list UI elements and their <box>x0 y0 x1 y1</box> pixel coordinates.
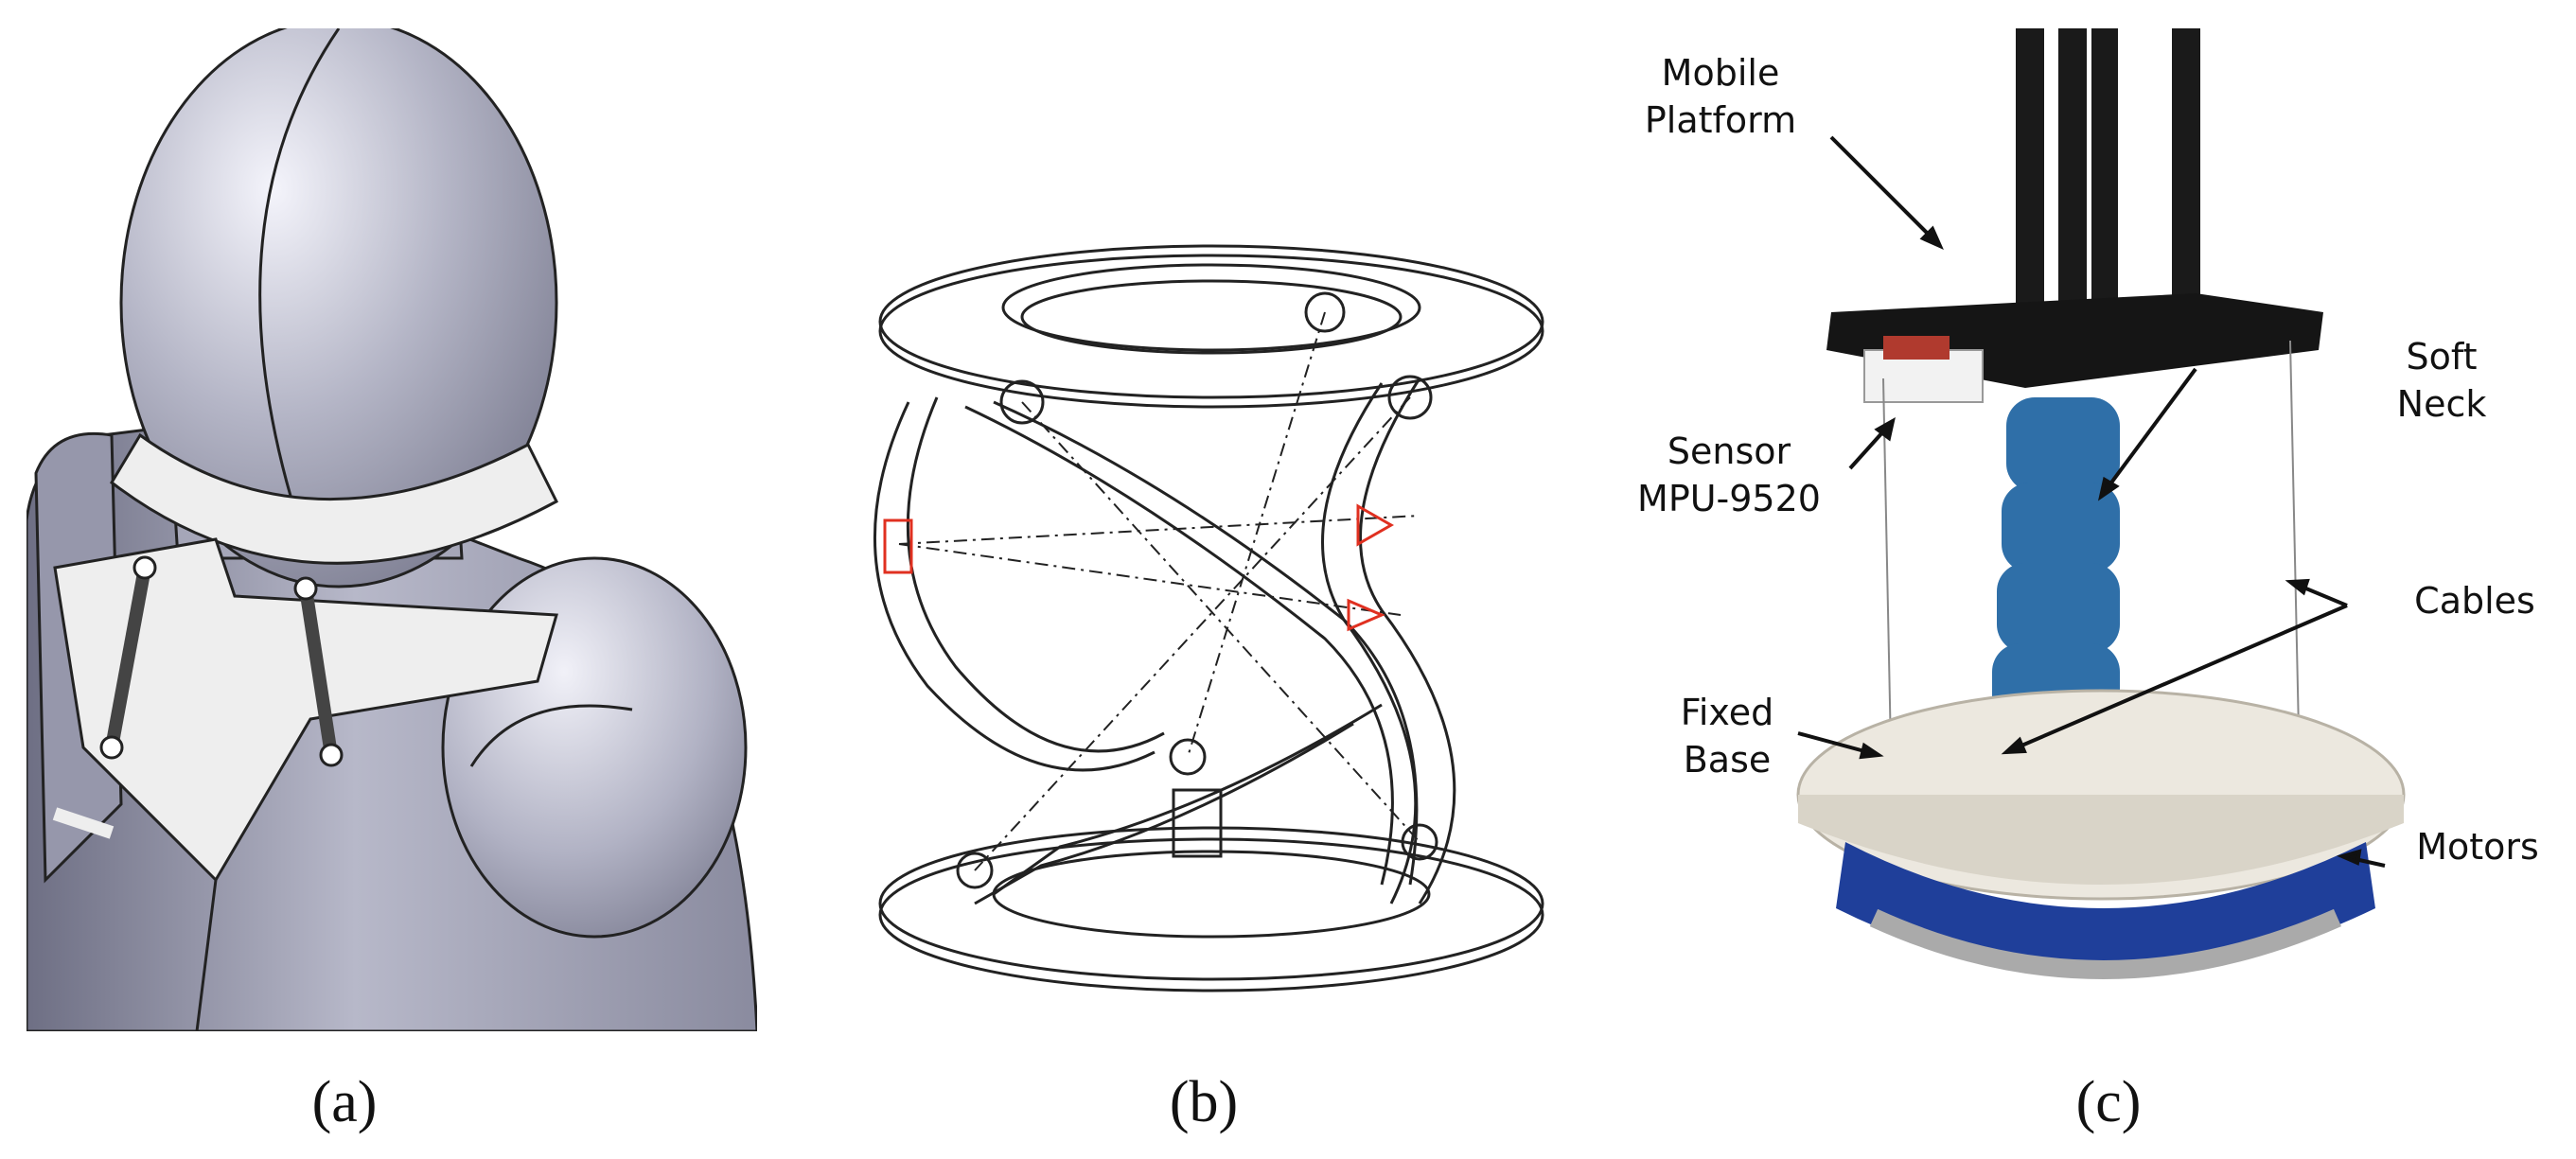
label-motors: Motors <box>2411 823 2544 870</box>
caption-c: (c) <box>2075 1070 2142 1134</box>
label-soft-neck-line2: Neck <box>2396 383 2487 425</box>
label-motors-text: Motors <box>2416 826 2539 868</box>
panel-c-prototype-photo <box>1628 28 2536 1031</box>
panel-b-mechanism-drawing <box>852 241 1571 998</box>
label-soft-neck: Soft Neck <box>2385 333 2498 428</box>
label-mobile-platform-line2: Platform <box>1644 99 1797 141</box>
label-fixed-base-line2: Base <box>1683 739 1772 781</box>
label-fixed-base-line1: Fixed <box>1680 692 1774 733</box>
caption-b: (b) <box>1169 1070 1239 1134</box>
label-cables-text: Cables <box>2414 580 2535 622</box>
soft-neck-segments <box>1992 397 2120 733</box>
label-sensor-line1: Sensor <box>1667 430 1791 472</box>
label-soft-neck-line1: Soft <box>2406 336 2478 378</box>
label-mobile-platform-line1: Mobile <box>1661 52 1780 94</box>
label-fixed-base: Fixed Base <box>1666 689 1789 783</box>
label-sensor: Sensor MPU-9520 <box>1630 428 1828 522</box>
label-mobile-platform: Mobile Platform <box>1635 49 1806 144</box>
motors-housing <box>1836 842 2375 975</box>
label-cables: Cables <box>2404 577 2546 624</box>
panel-a-mannequin-render <box>26 28 757 1031</box>
label-sensor-line2: MPU-9520 <box>1637 478 1821 519</box>
caption-a: (a) <box>311 1070 378 1134</box>
